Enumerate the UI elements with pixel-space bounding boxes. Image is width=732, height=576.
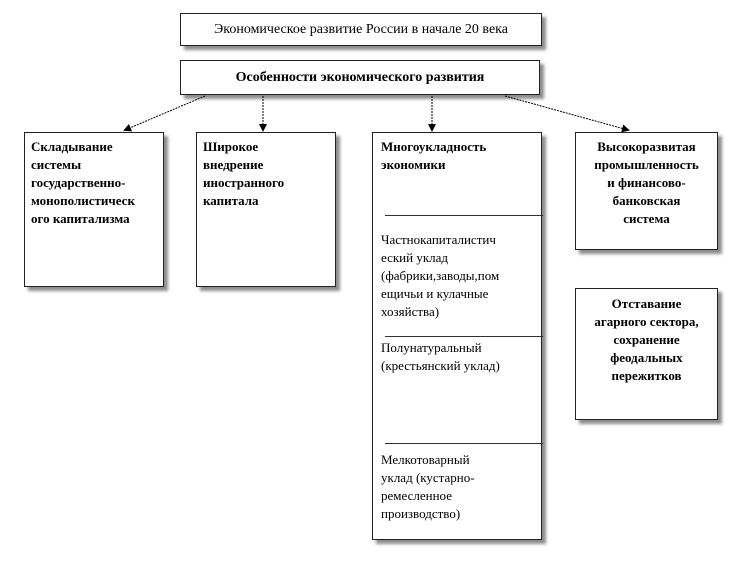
col2-line: капитала: [203, 193, 259, 208]
sector3-line: уклад (кустарно-: [381, 470, 475, 485]
col1-line: монополистическ: [31, 193, 135, 208]
col5-line: сохранение: [613, 332, 680, 347]
sector3-line: производство): [381, 506, 461, 521]
col4-line: Высокоразвитая: [597, 139, 696, 154]
developed-industry-box: Высокоразвитая промышленность и финансов…: [575, 132, 718, 250]
divider: [385, 443, 543, 444]
features-box: Особенности экономического развития: [180, 60, 540, 95]
col5-line: Отставание: [611, 296, 682, 311]
sector1-line: еский уклад: [381, 250, 449, 265]
col1-line: государственно-: [31, 175, 126, 190]
multi-structure-header: Многоукладность экономики: [373, 138, 541, 174]
col2-line: иностранного: [203, 175, 285, 190]
arrow-to-col1: [123, 95, 206, 132]
col2-line: Широкое: [203, 139, 259, 154]
sector2-line: (крестьянский уклад): [381, 358, 500, 373]
sector1-line: хозяйства): [381, 304, 440, 319]
foreign-capital-box: Широкое внедрение иностранного капитала: [196, 132, 336, 287]
state-monopoly-capitalism-box: Складывание системы государственно- моно…: [24, 132, 164, 287]
sector1-line: (фабрики,заводы,пом: [381, 268, 500, 283]
col1-line: ого капитализма: [31, 211, 130, 226]
col4-line: промышленность: [594, 157, 699, 172]
multi-structure-economy-box: Многоукладность экономики Частнокапитали…: [372, 132, 543, 540]
col4-line: система: [623, 211, 670, 226]
divider: [385, 336, 543, 337]
col5-line: феодальных: [610, 350, 683, 365]
col5-line: агарного сектора,: [594, 314, 699, 329]
semi-natural-sector: Полунатуральный (крестьянский уклад): [373, 339, 541, 375]
sector2-line: Полунатуральный: [381, 340, 482, 355]
agrarian-lag-box: Отставание агарного сектора, сохранение …: [575, 288, 718, 420]
sector3-line: Мелкотоварный: [381, 452, 470, 467]
col3-header-line: экономики: [381, 157, 446, 172]
diagram-title-box: Экономическое развитие России в начале 2…: [180, 13, 542, 46]
col4-line: и финансово-: [607, 175, 686, 190]
diagram-title: Экономическое развитие России в начале 2…: [214, 21, 508, 37]
arrow-to-col4: [504, 95, 630, 133]
col1-line: Складывание: [31, 139, 113, 154]
sector3-line: ремесленное: [381, 488, 452, 503]
col2-line: внедрение: [203, 157, 264, 172]
private-capitalist-sector: Частнокапиталистич еский уклад (фабрики,…: [373, 231, 541, 321]
sector1-line: Частнокапиталистич: [381, 232, 496, 247]
small-commodity-sector: Мелкотоварный уклад (кустарно- ремесленн…: [373, 451, 541, 523]
sector1-line: ещичьи и кулачные: [381, 286, 489, 301]
col4-line: банковская: [612, 193, 681, 208]
col1-line: системы: [31, 157, 82, 172]
col3-header-line: Многоукладность: [381, 139, 487, 154]
col5-line: пережитков: [611, 368, 682, 383]
divider: [385, 215, 543, 216]
features-label: Особенности экономического развития: [235, 69, 485, 85]
